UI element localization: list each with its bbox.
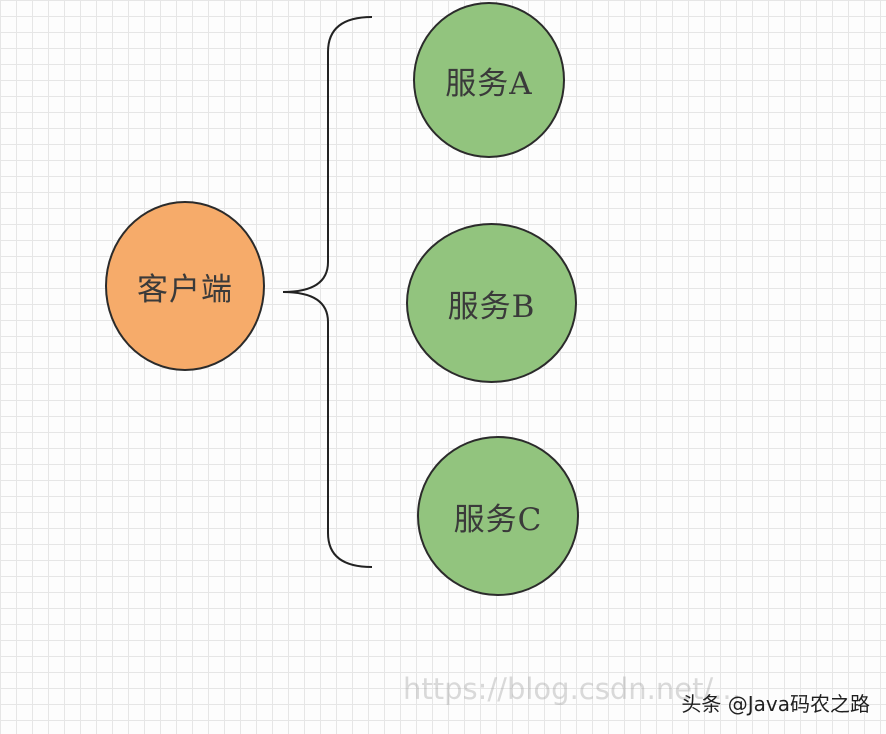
service-c-label: 服务C [453, 501, 543, 538]
client-label: 客户端 [137, 271, 233, 308]
client-node: 客户端 [105, 201, 265, 371]
service-a-node: 服务A [413, 2, 565, 158]
service-b-label: 服务B [447, 288, 536, 325]
watermark-credit: 头条 @Java码农之路 [681, 692, 870, 716]
service-b-node: 服务B [406, 223, 577, 383]
watermark-url: https://blog.csdn.net/... [403, 672, 741, 706]
service-c-node: 服务C [417, 436, 579, 596]
service-a-label: 服务A [445, 65, 533, 102]
